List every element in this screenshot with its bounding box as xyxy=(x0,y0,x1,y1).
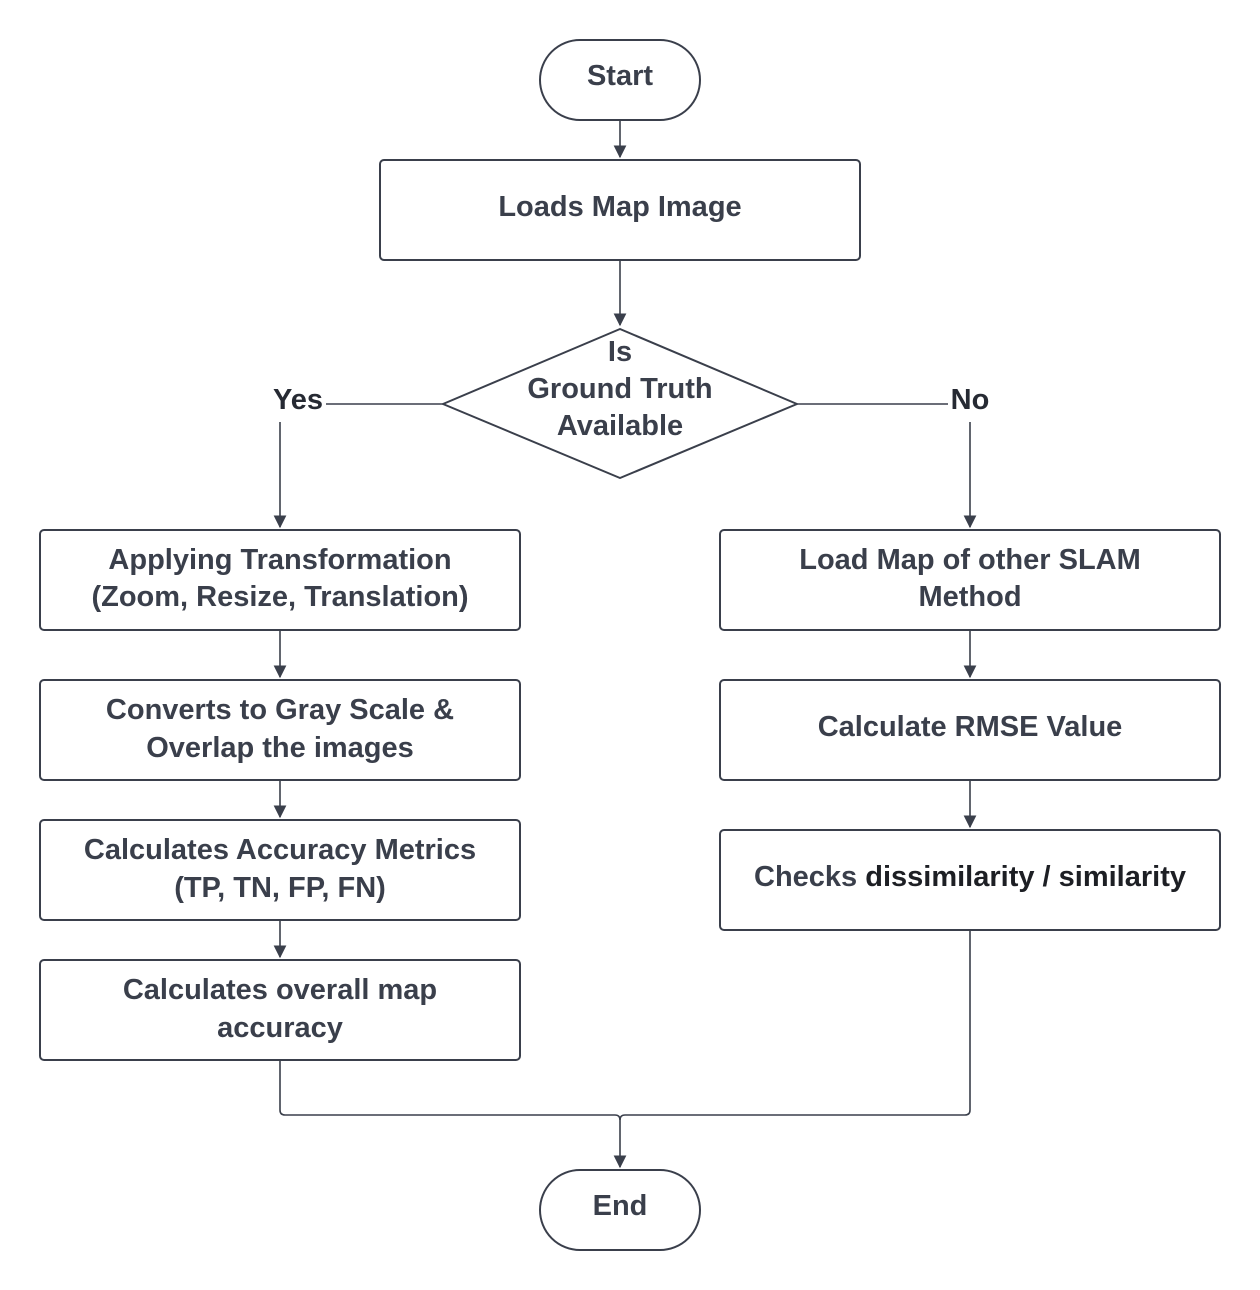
apply-transformation-step: Applying Transformation (Zoom, Resize, T… xyxy=(39,529,521,631)
apply-transformation-line-2: (Zoom, Resize, Translation) xyxy=(91,581,468,613)
rmse-label: Calculate RMSE Value xyxy=(818,711,1123,743)
edges xyxy=(273,121,977,1169)
start-terminal: Start xyxy=(539,39,701,121)
similarity-label: Checks dissimilarity / similarity xyxy=(754,861,1186,893)
decision-label-line-2: Ground Truth xyxy=(527,373,712,405)
grayscale-line-2: Overlap the images xyxy=(146,732,414,764)
similarity-emphasis: dissimilarity / similarity xyxy=(865,861,1186,893)
load-other-slam-line-1: Load Map of other SLAM xyxy=(799,544,1141,576)
decision-label-line-3: Available xyxy=(557,410,683,442)
apply-transformation-line-1: Applying Transformation xyxy=(108,544,451,576)
accuracy-metrics-line-2: (TP, TN, FP, FN) xyxy=(174,872,386,904)
end-terminal: End xyxy=(539,1169,701,1251)
similarity-prefix: Checks xyxy=(754,861,865,893)
edge-overall-merge xyxy=(279,1061,621,1121)
overall-accuracy-step: Calculates overall map accuracy xyxy=(39,959,521,1061)
load-other-slam-step: Load Map of other SLAM Method xyxy=(719,529,1221,631)
no-label: No xyxy=(951,384,990,416)
end-label: End xyxy=(593,1190,648,1222)
overall-accuracy-line-2: accuracy xyxy=(217,1012,343,1044)
grayscale-step: Converts to Gray Scale & Overlap the ima… xyxy=(39,679,521,781)
overall-accuracy-line-1: Calculates overall map xyxy=(123,974,437,1006)
yes-label: Yes xyxy=(273,384,323,416)
start-label: Start xyxy=(587,60,653,92)
similarity-step: Checks dissimilarity / similarity xyxy=(719,829,1221,931)
load-other-slam-line-2: Method xyxy=(918,581,1021,613)
rmse-step: Calculate RMSE Value xyxy=(719,679,1221,781)
load-map-step: Loads Map Image xyxy=(379,159,861,261)
accuracy-metrics-line-1: Calculates Accuracy Metrics xyxy=(84,834,476,866)
ground-truth-decision: Is Ground Truth Available xyxy=(442,328,798,479)
decision-label-line-1: Is xyxy=(608,336,632,368)
grayscale-line-1: Converts to Gray Scale & xyxy=(106,694,454,726)
edge-similarity-merge xyxy=(619,931,971,1121)
accuracy-metrics-step: Calculates Accuracy Metrics (TP, TN, FP,… xyxy=(39,819,521,921)
load-map-label: Loads Map Image xyxy=(498,191,741,223)
